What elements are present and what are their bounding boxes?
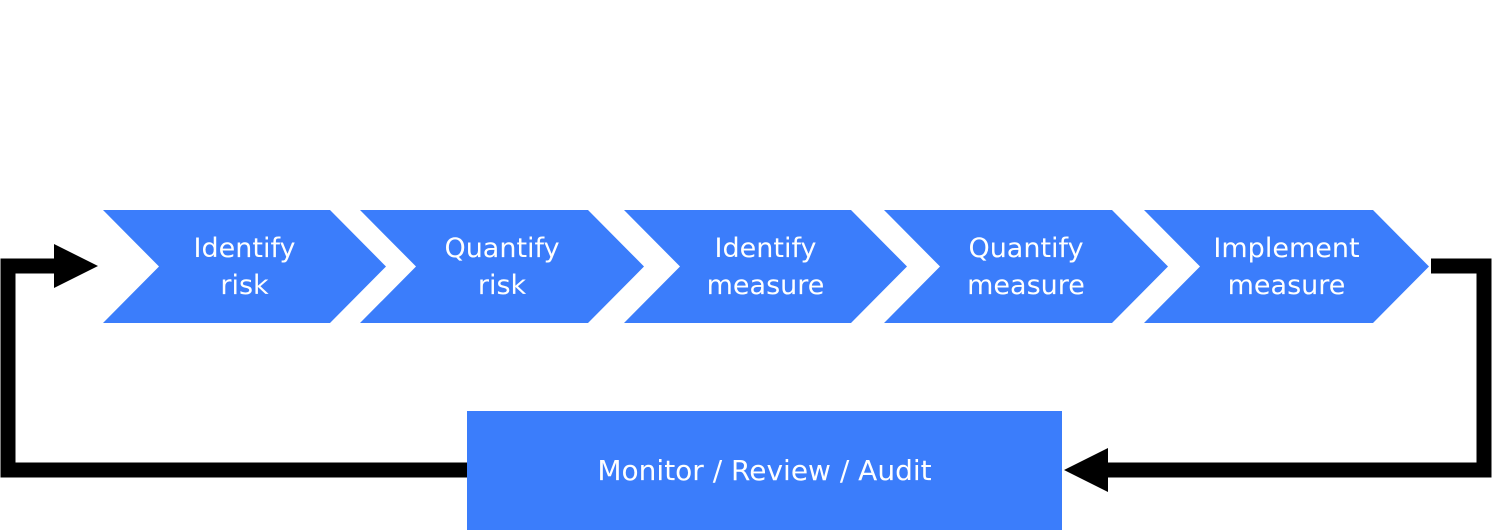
step-label-line2: measure xyxy=(706,269,825,301)
monitor-box-label: Monitor / Review / Audit xyxy=(597,454,932,487)
left-connector-line xyxy=(0,258,467,478)
arrow-into-first-step xyxy=(54,244,98,288)
chevron-shape xyxy=(103,210,386,323)
step-identify-measure: Identify measure xyxy=(624,210,907,323)
step-identify-risk: Identify risk xyxy=(103,210,386,323)
step-label-line1: Quantify xyxy=(968,232,1084,264)
chevron-shape xyxy=(624,210,907,323)
step-quantify-measure: Quantify measure xyxy=(884,210,1168,323)
step-label-line1: Implement xyxy=(1213,232,1360,264)
step-label-line2: risk xyxy=(220,269,269,301)
step-label-line2: measure xyxy=(967,269,1085,301)
right-connector-line xyxy=(1100,258,1492,478)
step-quantify-risk: Quantify risk xyxy=(360,210,644,323)
step-label: Quantify risk xyxy=(416,210,588,323)
step-label-line1: Identify xyxy=(193,232,296,264)
step-label-line1: Identify xyxy=(714,232,817,264)
chevron-shape xyxy=(884,210,1168,323)
step-label: Implement measure xyxy=(1200,210,1373,323)
step-label: Quantify measure xyxy=(940,210,1112,323)
chevron-shape xyxy=(1144,210,1429,323)
step-label-line2: risk xyxy=(477,269,527,301)
arrow-into-monitor-box xyxy=(1064,448,1108,492)
step-label-line2: measure xyxy=(1227,269,1346,301)
monitor-review-audit-box: Monitor / Review / Audit xyxy=(467,411,1062,530)
step-label: Identify risk xyxy=(159,210,330,323)
chevron-shape xyxy=(360,210,644,323)
step-label: Identify measure xyxy=(680,210,851,323)
step-implement-measure: Implement measure xyxy=(1144,210,1429,323)
step-label-line1: Quantify xyxy=(444,232,560,264)
